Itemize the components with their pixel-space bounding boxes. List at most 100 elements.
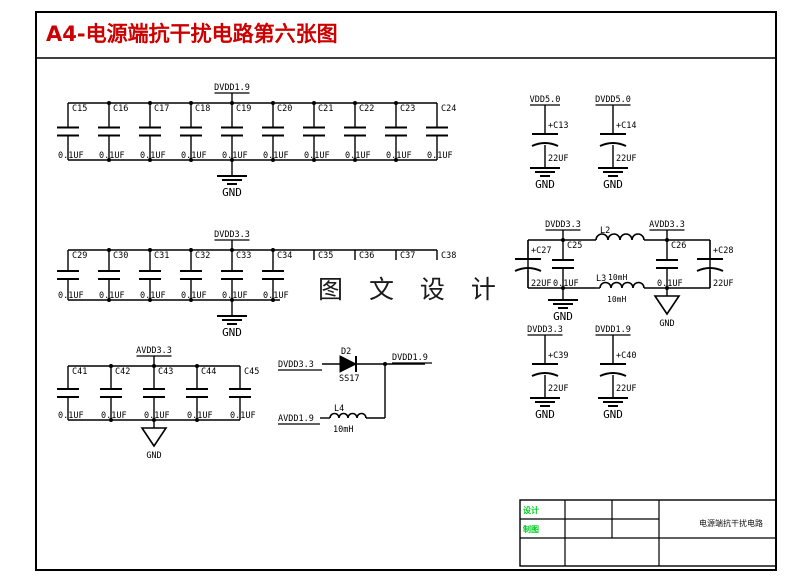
cap-ref: C18 [195, 104, 210, 114]
cap-value: 0.1UF [181, 291, 207, 301]
cap-ref: +C40 [616, 351, 636, 361]
cap-ref: C23 [400, 104, 415, 114]
diode-body [339, 355, 358, 373]
cap-value: 22UF [548, 384, 568, 394]
cap-value: 0.1UF [58, 291, 84, 301]
junction-dot [353, 101, 357, 105]
cap-value: 0.1UF [99, 151, 125, 161]
cap-value: 0.1UF [187, 411, 213, 421]
junction-dot [195, 418, 199, 422]
junction-dot [394, 158, 398, 162]
junction-dot [107, 101, 111, 105]
junction-dot [148, 298, 152, 302]
inductor-bot-ref: L3 [596, 274, 606, 284]
page-title: A4-电源端抗干扰电路第六张图 [46, 22, 338, 46]
cap-ref: C15 [72, 104, 87, 114]
title-block-grid [519, 499, 777, 567]
gnd-label: GND [535, 408, 555, 421]
cap-value: 0.1UF [230, 411, 256, 421]
net-label: DVDD1.9 [595, 325, 631, 335]
junction-dot [189, 101, 193, 105]
inductor-value: 10mH [333, 425, 353, 435]
cap-curved-plate [531, 142, 559, 147]
cap-ref: C32 [195, 251, 210, 261]
cap-ref: C17 [154, 104, 169, 114]
cap-ref: C20 [277, 104, 292, 114]
cap-value: 0.1UF [140, 151, 166, 161]
title-block-frame [519, 499, 777, 567]
cap-ref: C19 [236, 104, 251, 114]
inductor-bot-value-bot: 10mH [607, 295, 626, 304]
junction-dot [312, 158, 316, 162]
net-label-ind-in: AVDD1.9 [278, 414, 314, 424]
cap-value: 0.1UF [222, 151, 248, 161]
cap-value: 22UF [548, 154, 568, 164]
cap-value: 0.1UF [304, 151, 330, 161]
cap-ref: C36 [359, 251, 374, 261]
cap-ref: C41 [72, 367, 87, 377]
cap-value: 0.1UF [427, 151, 453, 161]
cap-bank-dvdd19: C150.1UFC160.1UFC170.1UFC180.1UFC190.1UF… [57, 83, 456, 199]
cap-value: 0.1UF [58, 411, 84, 421]
cap-curved-plate [599, 372, 627, 377]
cap-value: 22UF [616, 154, 636, 164]
cap-ref: C45 [244, 367, 259, 377]
gnd-label: GND [222, 186, 242, 199]
cap-value: 0.1UF [263, 151, 289, 161]
watermark: 图 文 设 计 [318, 275, 505, 304]
inductor-coil [595, 233, 645, 241]
gnd-label: GND [603, 408, 623, 421]
net-label-out: DVDD1.9 [392, 353, 428, 363]
diode-part: SS17 [339, 374, 359, 384]
title-block-label-design: 设计 [523, 506, 539, 515]
gnd-label: GND [222, 326, 242, 339]
net-label: VDD5.0 [530, 95, 561, 105]
cap-ref: +C14 [616, 121, 636, 131]
cap-ref: C35 [318, 251, 333, 261]
inductor-coil [329, 412, 367, 419]
junction-dot [189, 158, 193, 162]
cap-ref: C21 [318, 104, 333, 114]
cap-value: 22UF [531, 279, 551, 289]
cap-value: 0.1UF [222, 291, 248, 301]
cap-value: 0.1UF [144, 411, 170, 421]
gnd-label: GND [535, 178, 555, 191]
cap-ref: +C27 [531, 246, 551, 256]
cap-value: 0.1UF [345, 151, 371, 161]
junction-dot [107, 158, 111, 162]
junction-dot [271, 158, 275, 162]
net-label: DVDD1.9 [214, 83, 250, 93]
cap-value: 0.1UF [58, 151, 84, 161]
cap-bank-dvdd33: C290.1UFC300.1UFC310.1UFC320.1UFC330.1UF… [57, 230, 456, 339]
net-label: DVDD3.3 [545, 220, 581, 230]
cap-curved-plate [531, 372, 559, 377]
diode-ref: D2 [341, 347, 351, 357]
junction-dot [109, 364, 113, 368]
cap-value: 22UF [616, 384, 636, 394]
inductor-top-ref: L2 [600, 226, 610, 236]
cap-bank-avdd33: C410.1UFC420.1UFC430.1UFC440.1UFC450.1UF… [57, 346, 259, 461]
cap-ref: C44 [201, 367, 216, 377]
gnd-label: GND [603, 178, 623, 191]
cap-ref: C25 [567, 241, 582, 251]
cap-ref: C33 [236, 251, 251, 261]
junction-dot [148, 101, 152, 105]
inductor-ref: L4 [334, 404, 344, 414]
gnd-label: GND [659, 319, 674, 329]
gnd-label: GND [146, 451, 161, 461]
cap-ref: C24 [441, 104, 456, 114]
cap-value: 0.1UF [140, 291, 166, 301]
junction-dot [189, 248, 193, 252]
cap-value: 0.1UF [386, 151, 412, 161]
net-label: DVDD3.3 [527, 325, 563, 335]
junction-dot [312, 101, 316, 105]
cap-ref: C42 [115, 367, 130, 377]
junction-dot [148, 248, 152, 252]
junction-dot [189, 298, 193, 302]
junction-dot [271, 101, 275, 105]
cap-ref: +C13 [548, 121, 568, 131]
